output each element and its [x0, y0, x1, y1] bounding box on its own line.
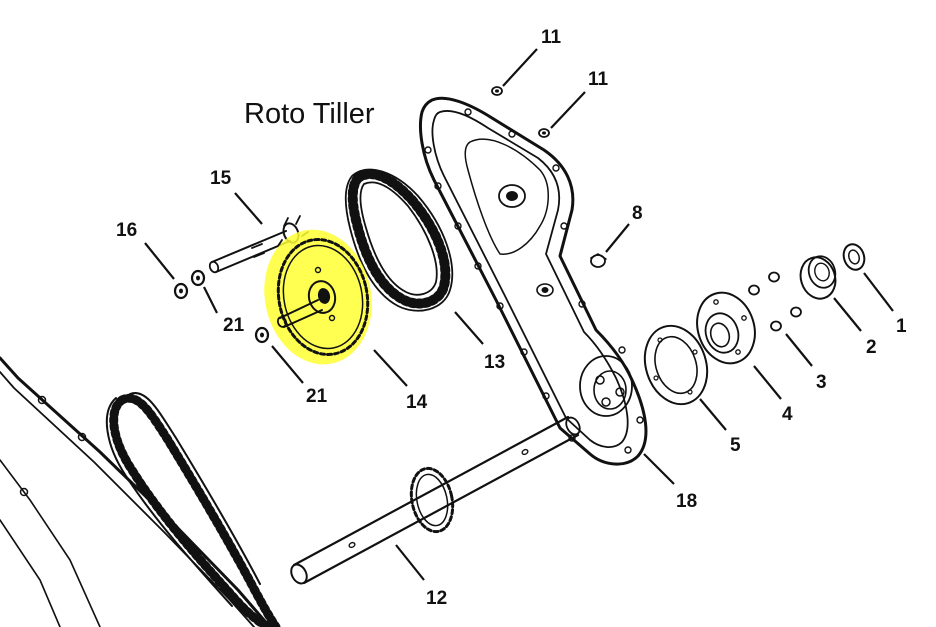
bearing-part-2	[799, 255, 837, 300]
drive-chain-lower	[105, 392, 281, 627]
callout-8: 8	[632, 203, 643, 224]
nut-part-3	[748, 271, 802, 332]
leader-lines	[144, 48, 894, 581]
nut-part-11-upper	[491, 86, 503, 96]
chain-case-cover	[419, 96, 648, 466]
diagram-title: Roto Tiller	[244, 98, 375, 130]
callout-13: 13	[484, 352, 505, 373]
shaft-part-12	[290, 415, 581, 585]
callout-5: 5	[730, 435, 741, 456]
shaft-part-15	[208, 215, 309, 274]
callout-11-lower: 11	[588, 69, 609, 90]
washer-part-21-lower	[254, 326, 270, 344]
callout-16: 16	[116, 220, 137, 241]
callout-21-upper: 21	[223, 315, 245, 336]
seal-part-1	[842, 243, 866, 271]
callout-1: 1	[896, 316, 907, 337]
nut-part-11-lower	[538, 128, 550, 138]
bearing-flange-part-4	[696, 291, 756, 365]
callout-21-lower: 21	[306, 386, 328, 407]
washer-part-21-upper	[190, 269, 206, 287]
washer-part-16	[173, 282, 189, 300]
drive-chain-upper	[344, 168, 454, 312]
callout-18: 18	[676, 491, 697, 512]
sprocket-part-14	[264, 229, 372, 365]
callout-4: 4	[782, 404, 793, 425]
callout-14: 14	[406, 392, 428, 413]
callout-11-upper: 11	[541, 27, 562, 48]
callout-2: 2	[866, 337, 877, 358]
callout-3: 3	[816, 372, 827, 393]
callout-12: 12	[426, 588, 447, 609]
gasket-part-5	[643, 324, 709, 406]
plug-part-8	[590, 253, 607, 268]
callout-15: 15	[210, 168, 232, 189]
